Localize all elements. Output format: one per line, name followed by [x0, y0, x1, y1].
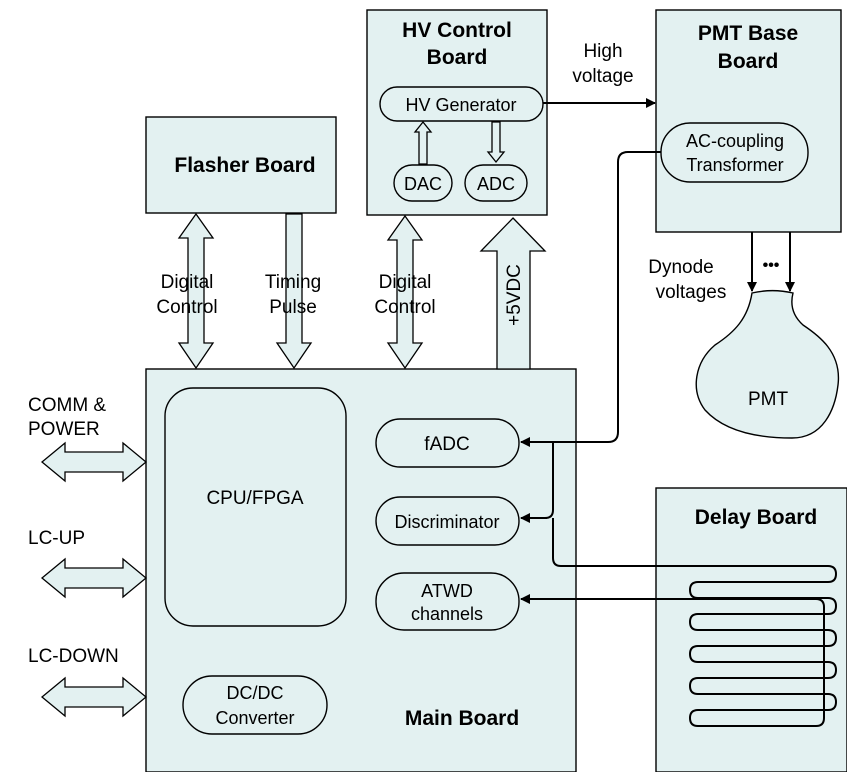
adc-label: ADC — [477, 174, 515, 194]
flasher-board-title: Flasher Board — [174, 154, 315, 177]
delay-board-title: Delay Board — [695, 506, 818, 529]
dcdc-converter: DC/DC Converter — [182, 675, 328, 735]
pmt-tube: PMT — [695, 290, 840, 439]
lc-down-arrow — [40, 676, 148, 718]
ac-coupling-transformer: AC-coupling Transformer — [660, 122, 809, 183]
dac-label: DAC — [404, 174, 442, 194]
flasher-digital-control-arrow — [177, 212, 215, 370]
digital-control-flasher-label-2: Control — [156, 297, 217, 318]
comm-power-arrow — [40, 441, 148, 483]
discriminator-label: Discriminator — [394, 512, 499, 532]
atwd-channels: ATWD channels — [375, 572, 520, 631]
lc-up-arrow — [40, 557, 148, 599]
dac: DAC — [393, 164, 453, 202]
dcdc-label-2: Converter — [215, 708, 294, 728]
power-5vdc-arrow — [479, 217, 547, 370]
dynode-dots: ••• — [763, 257, 780, 274]
dcdc-label-1: DC/DC — [227, 683, 284, 703]
discriminator: Discriminator — [375, 496, 520, 546]
dynode-voltages-label-1: Dynode — [648, 257, 714, 278]
timing-pulse-label-2: Pulse — [269, 297, 317, 318]
cpu-fpga-label: CPU/FPGA — [206, 488, 303, 509]
timing-pulse-label-1: Timing — [265, 272, 321, 293]
ac-coupling-label-1: AC-coupling — [686, 131, 784, 151]
pmt-base-board-title-1: PMT Base — [698, 22, 798, 45]
comm-power-label-2: POWER — [28, 419, 100, 440]
ac-coupling-label-2: Transformer — [686, 155, 783, 175]
fadc: fADC — [375, 418, 520, 468]
hv-generator: HV Generator — [379, 86, 544, 122]
timing-pulse-arrow — [275, 213, 313, 370]
high-voltage-label-1: High — [583, 41, 622, 62]
main-board-title: Main Board — [405, 707, 519, 730]
pmt-base-board: PMT Base Board — [655, 9, 842, 233]
hv-control-board-title-1: HV Control — [402, 19, 512, 42]
power-5vdc-label: +5VDC — [504, 264, 525, 326]
atwd-label-2: channels — [411, 604, 483, 624]
hv-to-adc-arrow — [486, 121, 506, 164]
transformer-to-fadc-line — [520, 151, 661, 447]
atwd-label-1: ATWD — [421, 581, 473, 601]
pmt-base-board-title-2: Board — [718, 50, 779, 73]
hv-control-board-title-2: Board — [427, 46, 488, 69]
comm-power-label-1: COMM & — [28, 395, 106, 416]
digital-control-hv-label-2: Control — [374, 297, 435, 318]
lc-up-label: LC-UP — [28, 528, 85, 549]
adc: ADC — [464, 164, 528, 202]
flasher-board: Flasher Board — [145, 116, 337, 214]
hv-generator-label: HV Generator — [405, 95, 516, 115]
high-voltage-label-2: voltage — [572, 66, 633, 87]
digital-control-hv-label-1: Digital — [379, 272, 432, 293]
pmt-label: PMT — [748, 389, 789, 410]
fadc-label: fADC — [424, 434, 469, 455]
hv-digital-control-arrow — [386, 214, 424, 370]
dynode-voltages-label-2: voltages — [656, 282, 727, 303]
cpu-fpga: CPU/FPGA — [164, 387, 347, 627]
digital-control-flasher-label-1: Digital — [161, 272, 214, 293]
lc-down-label: LC-DOWN — [28, 646, 119, 667]
dac-to-hv-arrow — [413, 120, 433, 165]
